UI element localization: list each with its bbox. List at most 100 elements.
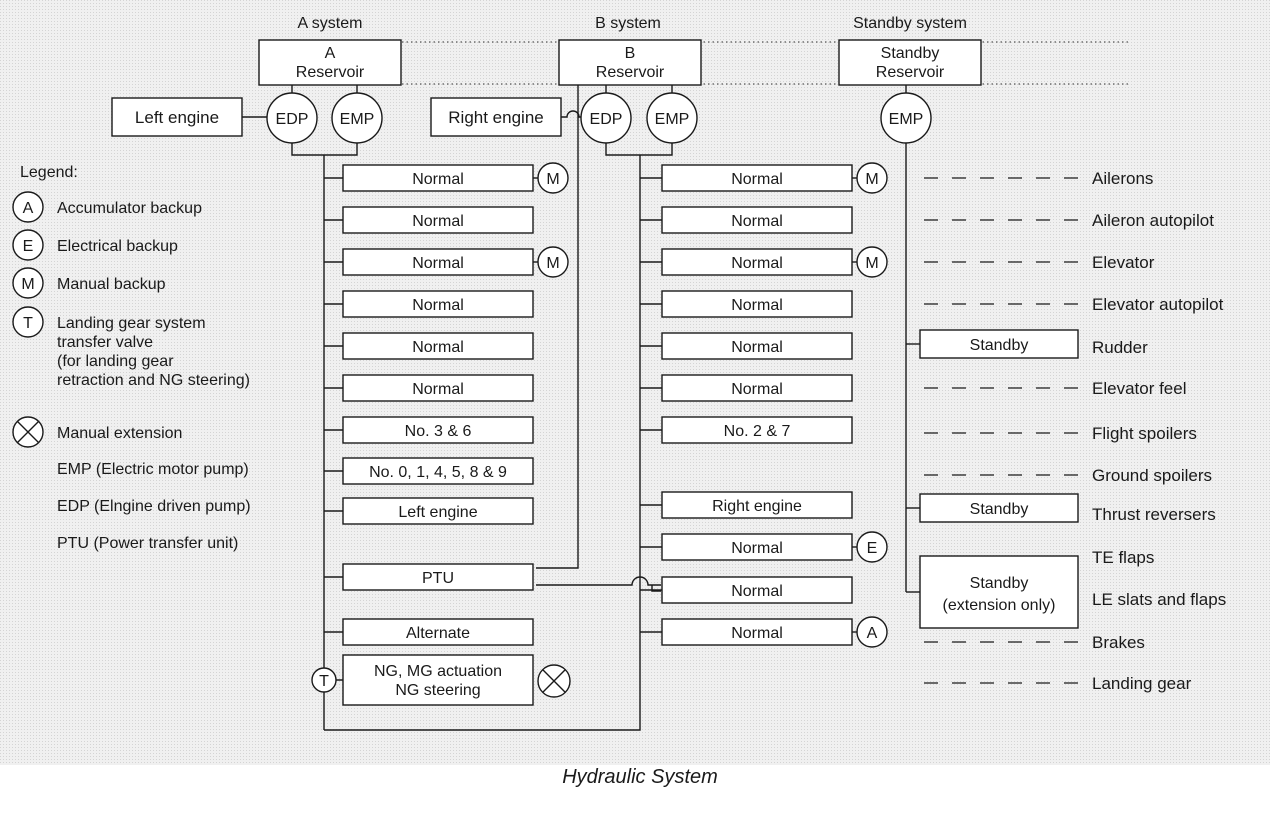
standby-consumer-0: Standby bbox=[906, 329, 1079, 359]
b-consumer-label-10: Normal bbox=[731, 625, 783, 642]
legend-text-3-3: retraction and NG steering) bbox=[57, 372, 250, 389]
a-consumer-label-1: Normal bbox=[412, 213, 464, 230]
b-consumer-8: Normal E bbox=[640, 531, 888, 563]
standby-emp-label: EMP bbox=[889, 111, 924, 128]
a-consumer-7: No. 0, 1, 4, 5, 8 & 9 bbox=[324, 457, 534, 485]
b-edp-pump: EDP bbox=[580, 92, 632, 144]
b-consumer-label-7: Right engine bbox=[712, 498, 802, 515]
b-backup-mark-8-letter: E bbox=[867, 540, 878, 557]
b-consumer-label-6: No. 2 & 7 bbox=[724, 423, 791, 440]
b-consumer-4: Normal bbox=[640, 332, 853, 360]
function-label-11: Brakes bbox=[1092, 633, 1145, 652]
function-label-9: TE flaps bbox=[1092, 548, 1154, 567]
right-engine-shaft bbox=[561, 110, 582, 118]
b-consumer-label-4: Normal bbox=[731, 339, 783, 356]
diagram-caption: Hydraulic System bbox=[562, 766, 718, 788]
b-reservoir-label-2: Reservoir bbox=[596, 64, 665, 81]
ptu-b-branch bbox=[651, 585, 661, 592]
a-consumer-5: Normal bbox=[324, 374, 534, 402]
function-label-8: Thrust reversers bbox=[1092, 505, 1216, 524]
a-edp-pump: EDP bbox=[266, 92, 318, 144]
function-label-2: Elevator bbox=[1092, 253, 1155, 272]
a-reservoir-label-2: Reservoir bbox=[296, 64, 365, 81]
standby-emp-pump: EMP bbox=[880, 92, 932, 144]
legend-symbol-2-letter: M bbox=[21, 276, 34, 293]
a-consumer-label-11-1: NG steering bbox=[395, 682, 480, 699]
b-consumer-label-0: Normal bbox=[731, 171, 783, 188]
b-consumer-2: Normal M bbox=[640, 246, 888, 278]
function-label-12: Landing gear bbox=[1092, 674, 1192, 693]
a-consumer-label-6: No. 3 & 6 bbox=[405, 423, 472, 440]
b-backup-mark-0: M bbox=[856, 162, 888, 194]
a-consumer-label-0: Normal bbox=[412, 171, 464, 188]
left-engine-label: Left engine bbox=[135, 108, 219, 127]
standby-consumer-label-0: Standby bbox=[970, 337, 1029, 354]
legend-symbol-1-letter: E bbox=[23, 238, 34, 255]
a-consumer-label-9: PTU bbox=[422, 570, 454, 587]
function-label-6: Flight spoilers bbox=[1092, 424, 1197, 443]
legend-title: Legend: bbox=[20, 164, 78, 181]
b-consumer-6: No. 2 & 7 bbox=[640, 416, 853, 444]
b-consumer-label-2: Normal bbox=[731, 255, 783, 272]
a-consumer-2: Normal M bbox=[324, 246, 569, 278]
a-backup-mark-0: M bbox=[537, 162, 569, 194]
legend-text-4-0: Manual extension bbox=[57, 425, 182, 442]
b-consumer-label-1: Normal bbox=[731, 213, 783, 230]
a-consumer-4: Normal bbox=[324, 332, 534, 360]
legend-symbol-3-letter: T bbox=[23, 315, 33, 332]
b-reservoir: B Reservoir bbox=[558, 39, 702, 86]
legend-text-1-0: Electrical backup bbox=[57, 238, 178, 255]
function-label-10: LE slats and flaps bbox=[1092, 590, 1226, 609]
b-consumer-label-8: Normal bbox=[731, 540, 783, 557]
a-consumer-6: No. 3 & 6 bbox=[324, 416, 534, 444]
b-backup-mark-2-letter: M bbox=[865, 255, 878, 272]
a-edp-label: EDP bbox=[276, 111, 309, 128]
transfer-valve-symbol: T bbox=[311, 667, 337, 693]
a-consumer-9: PTU bbox=[324, 563, 534, 591]
standby-consumer-label-2-1: (extension only) bbox=[943, 597, 1056, 614]
a-emp-pump: EMP bbox=[331, 92, 383, 144]
function-label-5: Elevator feel bbox=[1092, 379, 1187, 398]
b-backup-mark-8: E bbox=[856, 531, 888, 563]
a-consumer-label-3: Normal bbox=[412, 297, 464, 314]
a-consumer-label-8: Left engine bbox=[398, 504, 477, 521]
legend-symbol-0: A bbox=[12, 191, 44, 223]
legend-symbol-2: M bbox=[12, 267, 44, 299]
standby-consumer-label-2-0: Standby bbox=[970, 575, 1029, 592]
b-edp-label: EDP bbox=[590, 111, 623, 128]
a-backup-mark-2-letter: M bbox=[546, 255, 559, 272]
standby-reservoir: Standby Reservoir bbox=[838, 39, 982, 86]
a-reservoir: A Reservoir bbox=[258, 39, 402, 86]
function-label-1: Aileron autopilot bbox=[1092, 211, 1214, 230]
function-label-0: Ailerons bbox=[1092, 169, 1153, 188]
legend-text-2-0: Manual backup bbox=[57, 276, 166, 293]
a-consumer-label-10: Alternate bbox=[406, 625, 470, 642]
a-consumer-label-2: Normal bbox=[412, 255, 464, 272]
a-consumer-3: Normal bbox=[324, 290, 534, 318]
function-label-3: Elevator autopilot bbox=[1092, 295, 1224, 314]
a-consumer-8: Left engine bbox=[324, 497, 534, 525]
a-consumer-1: Normal bbox=[324, 206, 534, 234]
b-backup-mark-10: A bbox=[856, 616, 888, 648]
legend-abbreviation-0: EMP (Electric motor pump) bbox=[57, 461, 249, 478]
right-engine: Right engine bbox=[430, 97, 562, 137]
legend-symbol-4 bbox=[12, 416, 44, 448]
b-backup-mark-10-letter: A bbox=[867, 625, 878, 642]
a-consumer-10: Alternate bbox=[324, 618, 534, 646]
b-consumer-3: Normal bbox=[640, 290, 853, 318]
ptu-b-supply-line bbox=[536, 85, 579, 569]
ptu-crossover-line bbox=[536, 576, 661, 586]
b-backup-mark-0-letter: M bbox=[865, 171, 878, 188]
standby-consumer-2: Standby (extension only) bbox=[906, 555, 1079, 629]
standby-consumer-label-1: Standby bbox=[970, 501, 1029, 518]
b-emp-pump: EMP bbox=[646, 92, 698, 144]
b-reservoir-label-1: B bbox=[625, 45, 636, 62]
legend-abbreviation-2: PTU (Power transfer unit) bbox=[57, 535, 238, 552]
b-backup-mark-2: M bbox=[856, 246, 888, 278]
legend-abbreviation-1: EDP (Elngine driven pump) bbox=[57, 498, 251, 515]
